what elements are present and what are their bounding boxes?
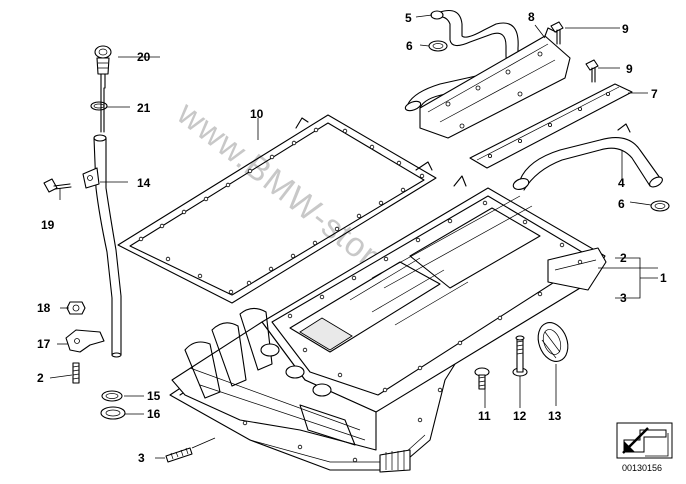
callout-5: 5 xyxy=(405,11,412,25)
callout-13: 13 xyxy=(548,409,562,423)
callout-10: 10 xyxy=(250,107,264,121)
callout-1: 1 xyxy=(660,271,667,285)
callout-2-right: 2 xyxy=(620,251,627,265)
o-ring-21[interactable] xyxy=(90,101,108,111)
bracket-17[interactable] xyxy=(65,329,105,353)
breather-hose-5[interactable] xyxy=(404,9,519,113)
callout-16: 16 xyxy=(147,407,161,421)
nut-18[interactable] xyxy=(66,301,86,315)
stud-3[interactable] xyxy=(165,447,193,463)
callout-19: 19 xyxy=(41,218,55,232)
callout-8: 8 xyxy=(528,10,535,24)
callout-12: 12 xyxy=(513,409,527,423)
cap-13[interactable] xyxy=(533,318,573,365)
callout-17: 17 xyxy=(37,337,51,351)
drain-plug-16[interactable] xyxy=(100,406,126,420)
arrow-box-icon xyxy=(616,422,673,459)
pan-flange-holes xyxy=(287,200,583,393)
bolt-19[interactable] xyxy=(43,178,72,193)
callout-9-top: 9 xyxy=(622,22,629,36)
bolt-12[interactable] xyxy=(512,335,528,377)
callout-11: 11 xyxy=(478,409,491,423)
upper-oil-pan[interactable] xyxy=(171,175,607,451)
seal-ring-15[interactable] xyxy=(101,390,123,402)
callout-6-top: 6 xyxy=(406,39,413,53)
diagram-id: 00130156 xyxy=(622,463,662,473)
callout-20: 20 xyxy=(137,50,151,64)
callout-4: 4 xyxy=(618,176,625,190)
dipstick-handle[interactable] xyxy=(94,45,112,89)
gasket-strip-7[interactable] xyxy=(469,83,633,169)
bolt-11[interactable] xyxy=(474,367,490,390)
callout-15: 15 xyxy=(147,389,161,403)
oil-pan-gasket-10[interactable] xyxy=(117,114,437,304)
gasket-holes xyxy=(138,127,425,295)
callout-3-bottom: 3 xyxy=(138,451,145,465)
breather-hose-4[interactable] xyxy=(512,123,664,191)
callout-14: 14 xyxy=(137,176,151,190)
seal-ring-6-right[interactable] xyxy=(650,200,670,212)
seal-ring-6-top[interactable] xyxy=(428,40,448,52)
callout-21: 21 xyxy=(137,101,151,115)
leader-lines xyxy=(49,14,658,459)
bracket-hole xyxy=(74,338,80,344)
bolt-9-bottom[interactable] xyxy=(585,59,599,83)
cover-8[interactable] xyxy=(419,27,571,139)
callout-2-left: 2 xyxy=(37,371,44,385)
callout-3-right: 3 xyxy=(620,291,627,305)
bolt-9-top[interactable] xyxy=(550,21,564,45)
stud-2-left[interactable] xyxy=(72,362,80,384)
callout-9-bottom: 9 xyxy=(626,62,633,76)
dipstick-rod[interactable] xyxy=(100,87,105,133)
callout-6-right: 6 xyxy=(618,197,625,211)
callout-18: 18 xyxy=(37,301,51,315)
callout-7: 7 xyxy=(651,87,658,101)
guide-tube[interactable] xyxy=(82,134,122,358)
